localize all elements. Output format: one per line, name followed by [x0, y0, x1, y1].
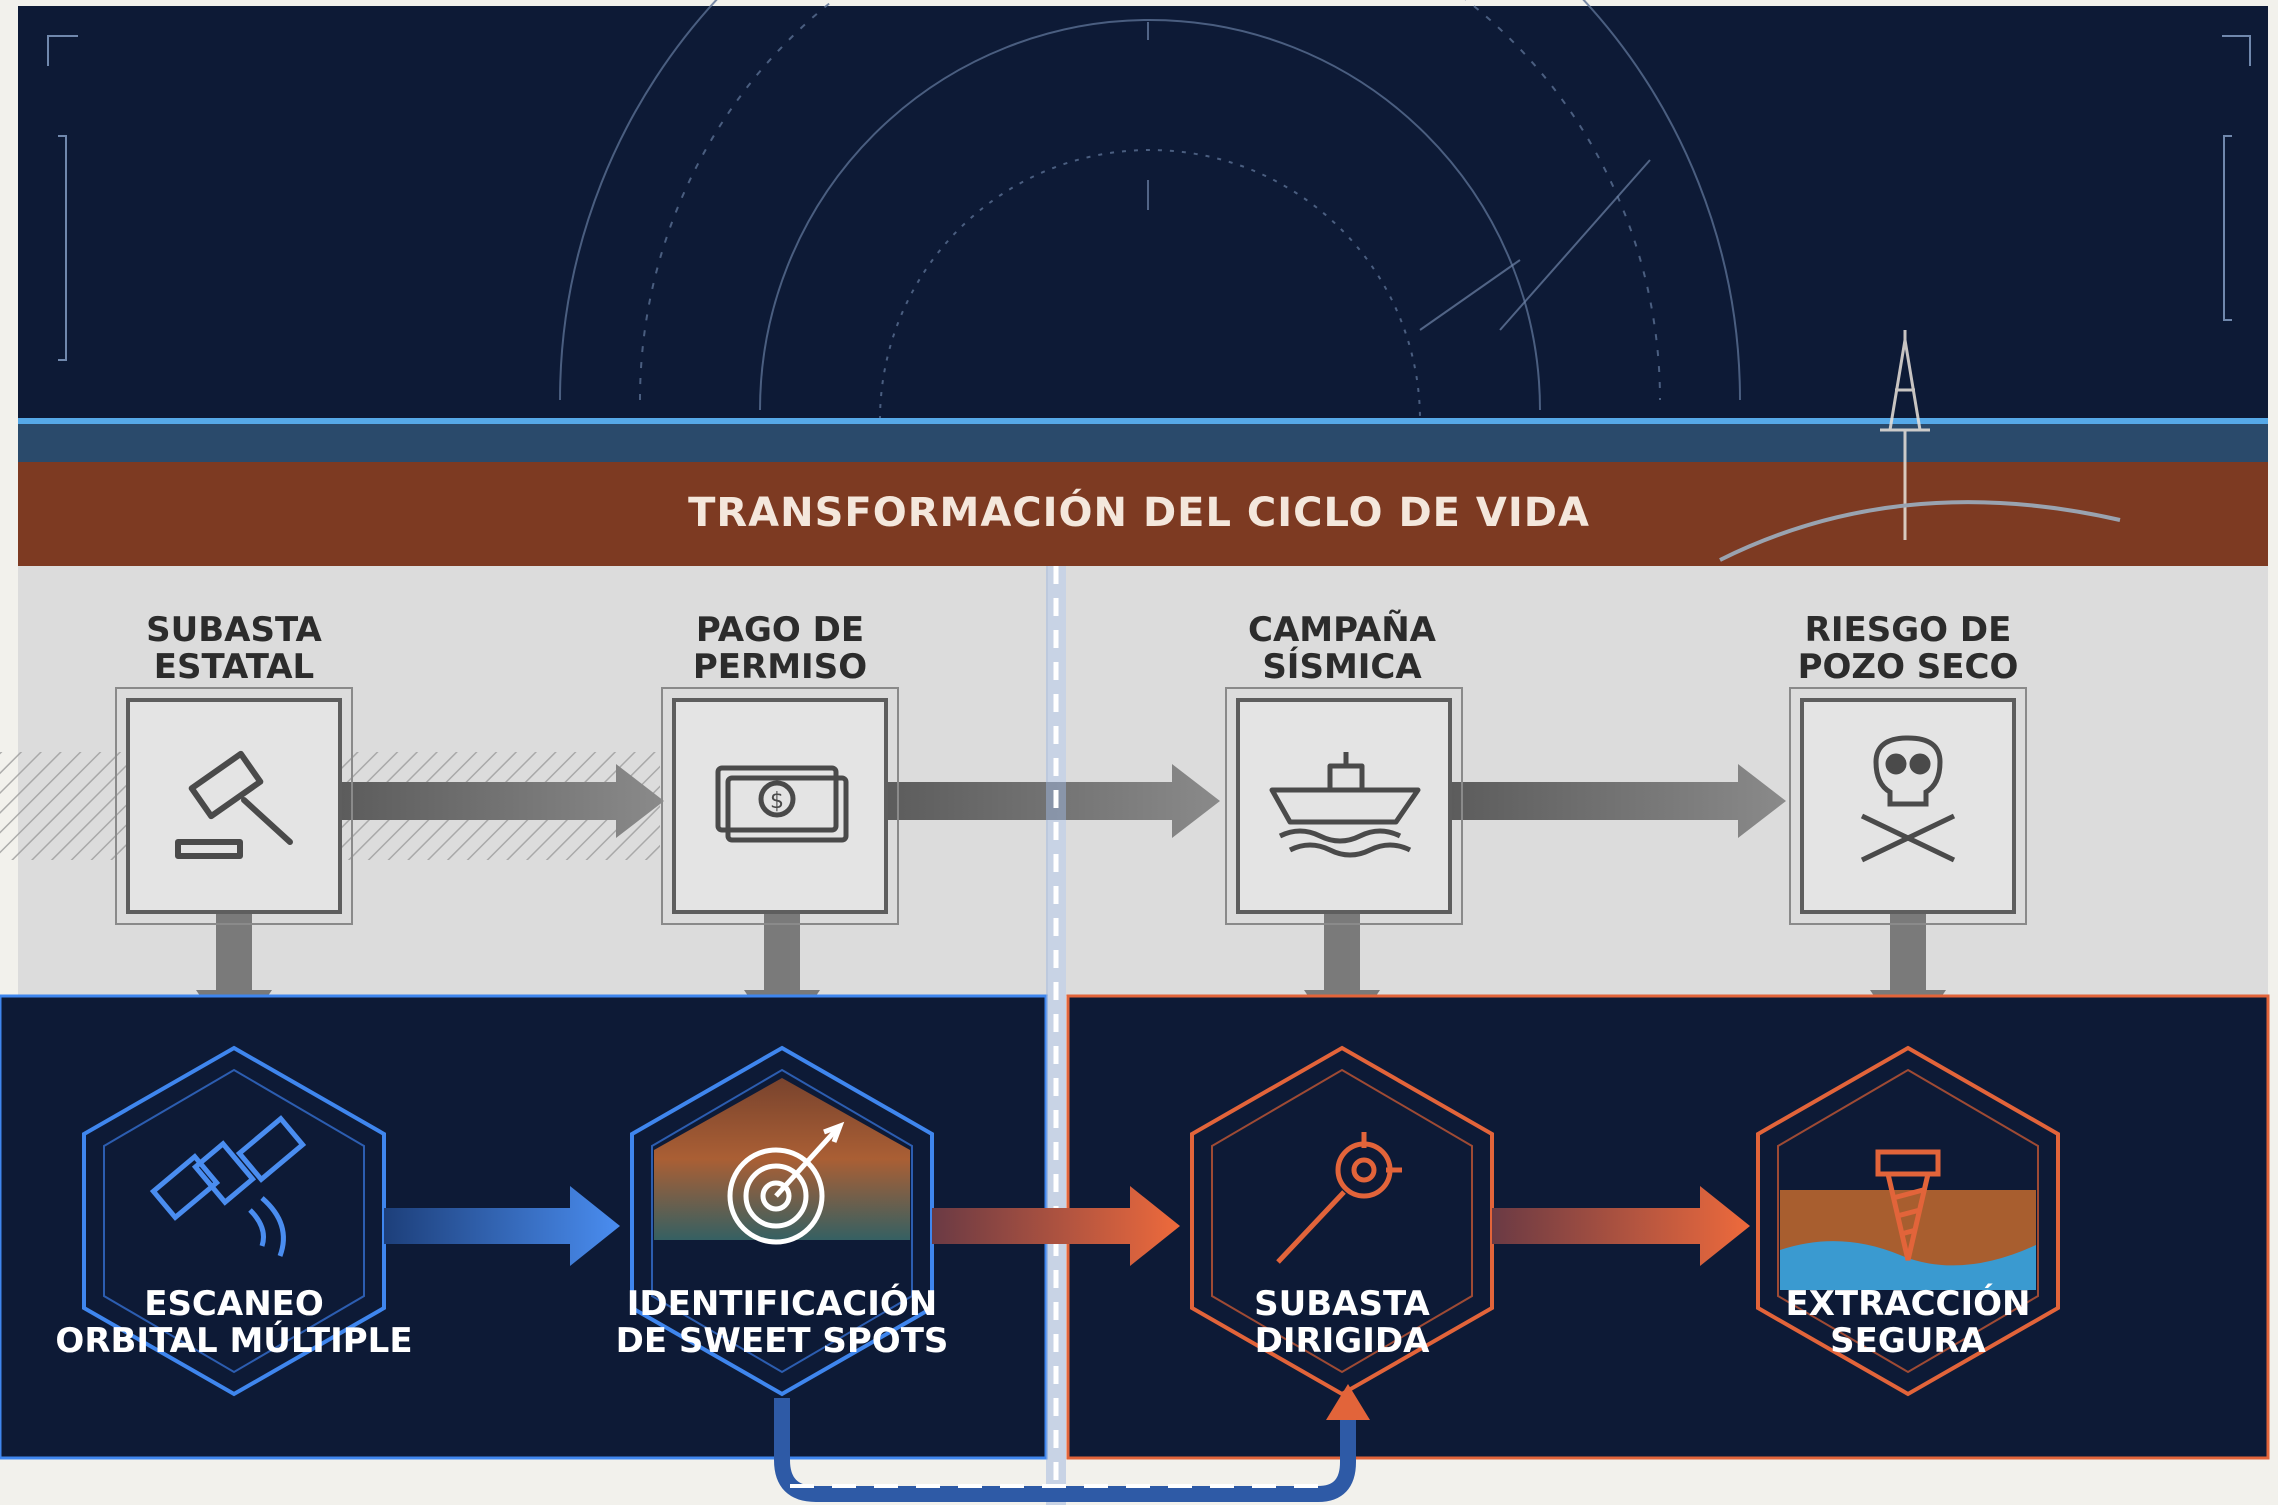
radar-arcs: [559, 0, 1741, 421]
traditional-flow-arrows: [340, 764, 1786, 838]
feedback-connector: [774, 1398, 1356, 1502]
top-radar-panel: [18, 6, 2268, 426]
crosshair-icon: [1276, 1132, 1402, 1264]
box-subasta-estatal: [126, 698, 342, 914]
box-campana-sismica: [1236, 698, 1452, 914]
horizon-line: [18, 418, 2268, 424]
orange-arrow-2-3: [932, 1186, 1180, 1266]
skull-icon: [1860, 735, 1956, 863]
drill-icon: [1875, 1149, 1941, 1261]
hex-sweet-spots: [630, 1045, 934, 1397]
target-icon: [727, 1121, 845, 1245]
gavel-icon: [175, 750, 293, 859]
money-icon: $: [715, 765, 849, 843]
hex-escaneo: [82, 1045, 386, 1397]
box-pago-permiso: [672, 698, 888, 914]
oil-derrick-icon: [1719, 330, 2121, 562]
corner-brackets: [47, 35, 2251, 361]
svg-text:$: $: [770, 789, 784, 814]
arrow-3-4: [1450, 764, 1786, 838]
satellite-icon: [149, 1115, 307, 1257]
title-band: [18, 462, 2268, 566]
radar-ticks: [1147, 22, 1651, 331]
orange-arrow-3-4: [1492, 1186, 1750, 1266]
strata-layers: [654, 1078, 910, 1240]
arrow-1-2: [340, 764, 664, 838]
blue-arrow-1-2: [384, 1186, 620, 1266]
ship-icon: [1269, 752, 1421, 858]
new-flow-arrows: [384, 1186, 1750, 1266]
hex-extraccion: [1756, 1045, 2060, 1397]
page-title: TRANSFORMACIÓN DEL CICLO DE VIDA: [688, 490, 1590, 536]
